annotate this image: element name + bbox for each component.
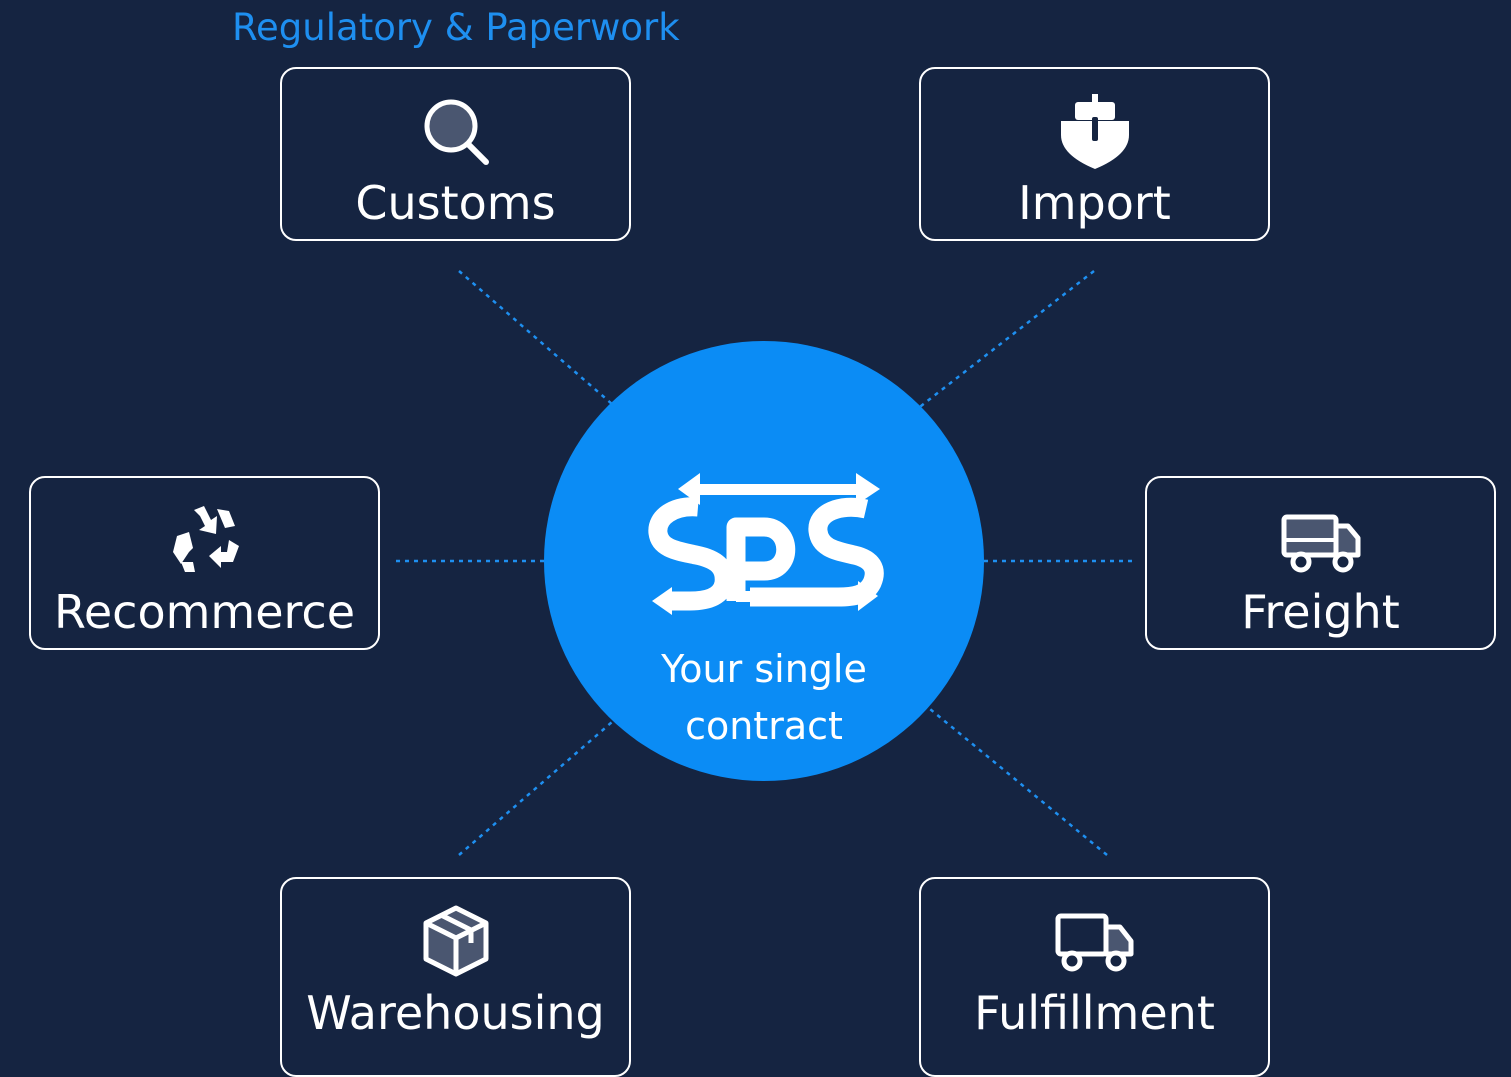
warehousing-node[interactable]: Warehousing — [280, 877, 631, 1077]
connector-warehousing — [458, 721, 613, 856]
hub-tagline: Your single contract — [661, 647, 867, 748]
freight-node[interactable]: Freight — [1145, 476, 1496, 650]
import-label: Import — [1018, 176, 1171, 230]
recommerce-node[interactable]: Recommerce — [29, 476, 380, 650]
sps-logo — [648, 473, 884, 615]
search-icon — [424, 99, 489, 165]
connector-lines — [396, 270, 1132, 856]
freight-label: Freight — [1241, 585, 1400, 639]
delivery-truck-icon — [1055, 913, 1133, 972]
recycle-icon — [172, 506, 239, 572]
customs-node[interactable]: Customs — [280, 67, 631, 241]
freight-truck-icon — [1281, 514, 1360, 573]
sps-hub[interactable]: Your single contract — [544, 341, 984, 781]
customs-label: Customs — [355, 176, 556, 230]
import-node[interactable]: Import — [919, 67, 1270, 241]
fulfillment-label: Fulfillment — [974, 986, 1215, 1040]
fulfillment-node[interactable]: Fulfillment — [919, 877, 1270, 1077]
ship-icon — [1060, 94, 1129, 169]
regulatory-caption: Regulatory & Paperwork — [232, 6, 680, 49]
connector-customs — [458, 270, 613, 405]
connector-fulfillment — [929, 708, 1108, 856]
warehousing-label: Warehousing — [306, 986, 605, 1040]
connector-import — [911, 270, 1095, 414]
recommerce-label: Recommerce — [53, 585, 356, 639]
box-icon — [423, 905, 488, 977]
